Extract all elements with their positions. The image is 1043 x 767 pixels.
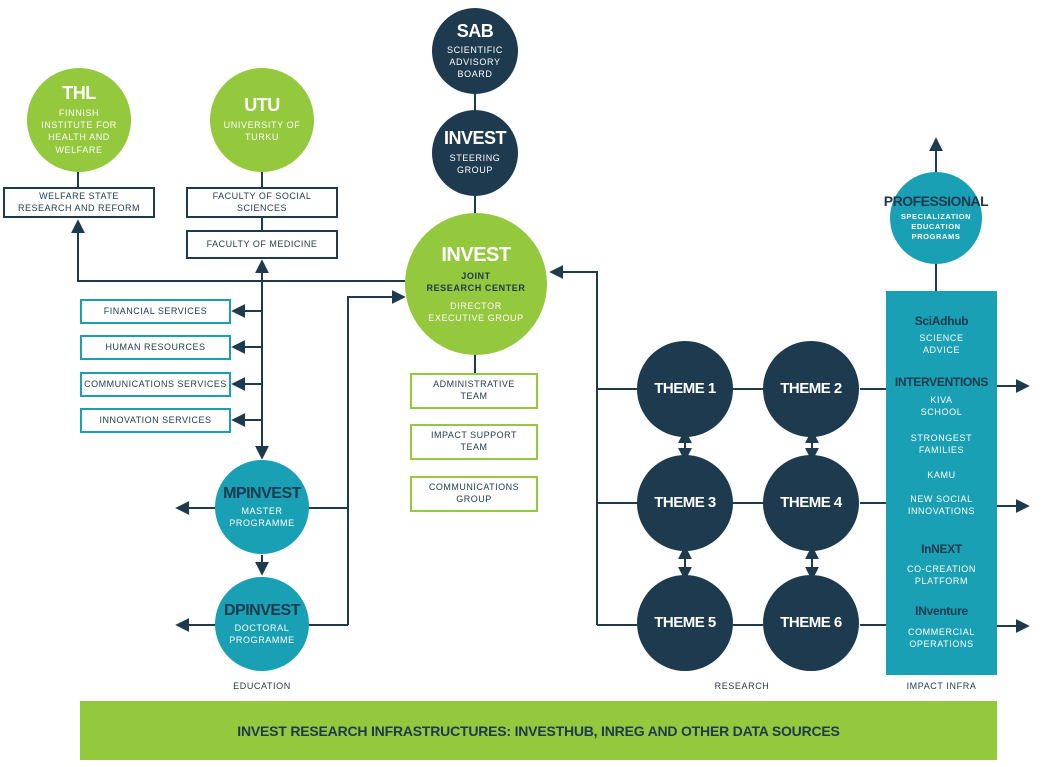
theme-5-title: THEME 5 (654, 613, 716, 631)
kiva-school-text: KIVA SCHOOL (920, 395, 963, 418)
center-line1: JOINT RESEARCH CENTER (426, 270, 526, 293)
strongest-families-text: STRONGEST FAMILIES (910, 433, 973, 456)
sab-title: SAB (456, 20, 494, 41)
faculty-social-box: FACULTY OF SOCIAL SCIENCES (186, 187, 338, 218)
professional-title: PROFESSIONAL (883, 192, 989, 209)
science-advice-text: SCIENCE ADVICE (919, 333, 964, 356)
new-social-innovations-text: NEW SOCIAL INNOVATIONS (907, 494, 976, 517)
sab-subtitle: SCIENTIFIC ADVISORY BOARD (446, 44, 503, 79)
innovation-services-box: INNOVATION SERVICES (80, 408, 231, 433)
professional-circle: PROFESSIONAL SPECIALIZATION EDUCATION PR… (884, 172, 989, 264)
thl-title: THL (62, 83, 96, 104)
dpinvest-title: DPINVEST (223, 601, 301, 619)
impact-support-team-box: IMPACT SUPPORT TEAM (410, 424, 538, 460)
arrow-edu-to-center (308, 290, 406, 509)
utu-title: UTU (244, 95, 280, 116)
innext-heading: InNEXT (921, 542, 962, 556)
theme-5-circle: THEME 5 (637, 575, 733, 671)
financial-services-box: FINANCIAL SERVICES (80, 299, 231, 324)
impact-infra-label: IMPACT INFRA (906, 681, 977, 691)
arrow-to-welfare (71, 219, 405, 282)
steering-subtitle: STEERING GROUP (449, 153, 501, 176)
interventions-heading: INTERVENTIONS (894, 375, 989, 389)
human-resources-box: HUMAN RESOURCES (80, 335, 231, 360)
communications-services-box: COMMUNICATIONS SERVICES (80, 372, 231, 397)
theme-3-title: THEME 3 (654, 493, 716, 511)
kamu-text: KAMU (927, 470, 956, 480)
center-title: INVEST (441, 243, 511, 266)
theme-6-circle: THEME 6 (763, 575, 859, 671)
commercial-operations-text: COMMERCIAL OPERATIONS (907, 627, 975, 650)
co-creation-platform-text: CO-CREATION PLATFORM (907, 564, 976, 587)
footer-text: INVEST RESEARCH INFRASTRUCTURES: INVESTH… (237, 722, 840, 739)
center-line2: DIRECTOR EXECUTIVE GROUP (428, 301, 524, 324)
faculty-medicine-box: FACULTY OF MEDICINE (186, 230, 338, 259)
utu-subtitle: UNIVERSITY OF TURKU (223, 120, 301, 143)
administrative-team-box: ADMINISTRATIVE TEAM (410, 373, 538, 409)
theme-2-title: THEME 2 (780, 379, 842, 397)
sciadhub-heading: SciAdhub (914, 314, 969, 328)
communications-group-box: COMMUNICATIONS GROUP (410, 476, 538, 512)
research-infrastructures-bar: INVEST RESEARCH INFRASTRUCTURES: INVESTH… (80, 701, 997, 760)
utu-circle: UTU UNIVERSITY OF TURKU (210, 68, 314, 172)
steering-circle: INVEST STEERING GROUP (432, 110, 518, 196)
theme-1-circle: THEME 1 (637, 341, 733, 437)
theme-1-title: THEME 1 (654, 379, 716, 397)
mpinvest-title: MPINVEST (223, 484, 301, 502)
theme-2-circle: THEME 2 (763, 341, 859, 437)
impact-infra-panel: SciAdhub SCIENCE ADVICE INTERVENTIONS KI… (886, 291, 997, 675)
mpinvest-subtitle: MASTER PROGRAMME (229, 506, 295, 529)
dpinvest-circle: DPINVEST DOCTORAL PROGRAMME (215, 577, 309, 671)
dpinvest-subtitle: DOCTORAL PROGRAMME (229, 623, 295, 646)
welfare-box: WELFARE STATE RESEARCH AND REFORM (3, 187, 155, 218)
thl-subtitle: FINNISH INSTITUTE FOR HEALTH AND WELFARE (41, 108, 117, 155)
education-label: EDUCATION (233, 681, 291, 691)
professional-subtitle: SPECIALIZATION EDUCATION PROGRAMS (900, 212, 972, 242)
mpinvest-circle: MPINVEST MASTER PROGRAMME (215, 460, 309, 554)
arrow-research-to-center (549, 265, 598, 625)
center-circle: INVEST JOINT RESEARCH CENTER DIRECTOR EX… (405, 213, 547, 355)
steering-title: INVEST (443, 128, 507, 149)
theme-6-title: THEME 6 (780, 613, 842, 631)
research-label: RESEARCH (714, 681, 770, 691)
thl-circle: THL FINNISH INSTITUTE FOR HEALTH AND WEL… (27, 68, 131, 172)
inventure-heading: INventure (915, 604, 968, 618)
theme-4-title: THEME 4 (780, 493, 842, 511)
theme-3-circle: THEME 3 (637, 455, 733, 551)
theme-4-circle: THEME 4 (763, 455, 859, 551)
sab-circle: SAB SCIENTIFIC ADVISORY BOARD (432, 8, 518, 94)
